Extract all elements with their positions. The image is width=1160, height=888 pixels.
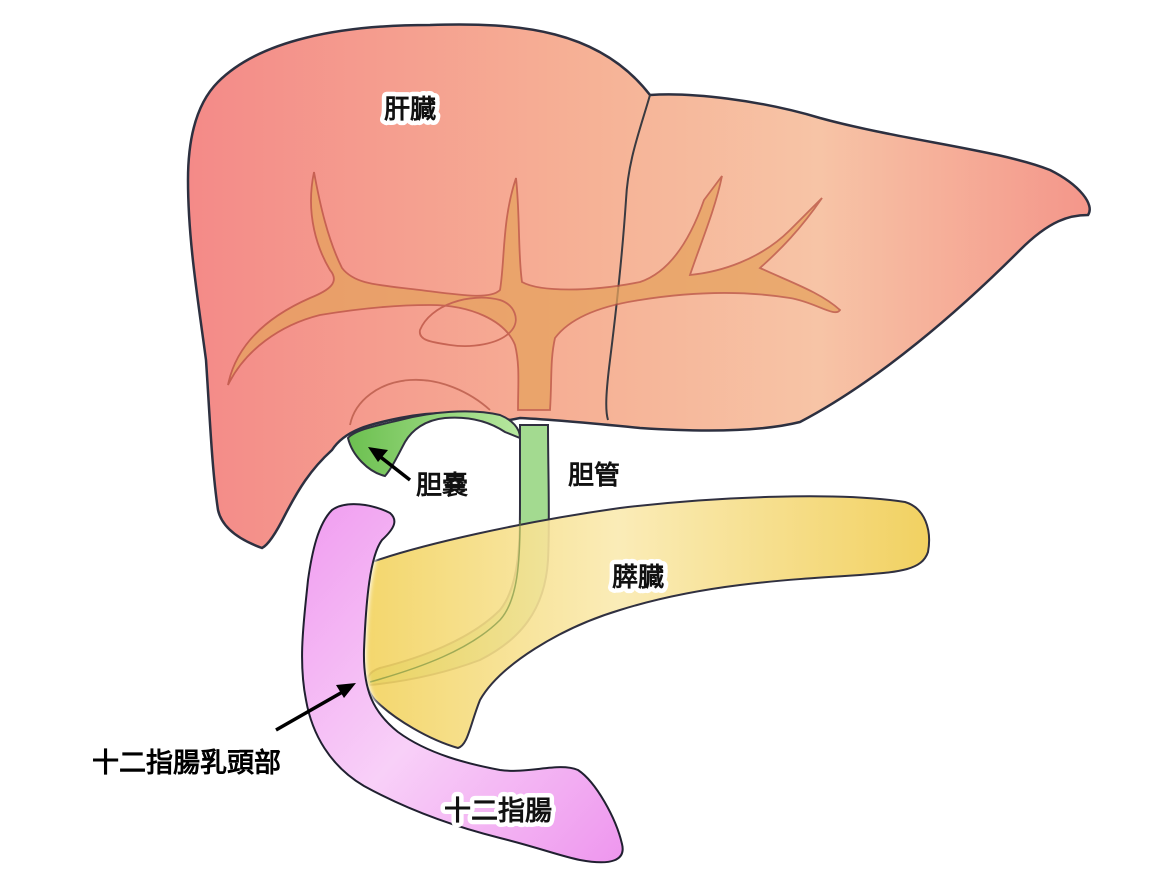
papilla-arrowhead-icon [336,683,356,698]
liver-lobe-divider [605,94,651,421]
duodenum [296,499,629,869]
papilla-arrow [275,683,356,732]
gallbladder-arrow [368,447,412,482]
label-liver: 肝臓 [384,95,436,125]
pancreas-shape [362,495,931,750]
gallbladder-arrowhead-icon [368,447,388,462]
gallbladder-shape [346,410,522,478]
label-gallbladder: 胆嚢 [416,471,468,501]
label-pancreas: 膵臓 [612,563,664,593]
duodenum-shape [301,503,624,864]
bile-tree-loop [418,296,517,347]
bile-tree-left [227,171,842,411]
pancreas [362,495,931,750]
label-duodenum: 十二指腸 [444,796,552,827]
pancreas-duct-overlay [369,519,521,683]
bile-tree [227,171,842,411]
label-duodenal-papilla: 十二指腸乳頭部 [92,747,281,779]
label-bile-duct: 胆管 [568,461,620,491]
gallbladder [346,378,522,478]
gallbladder-fundus-outline [349,378,491,426]
